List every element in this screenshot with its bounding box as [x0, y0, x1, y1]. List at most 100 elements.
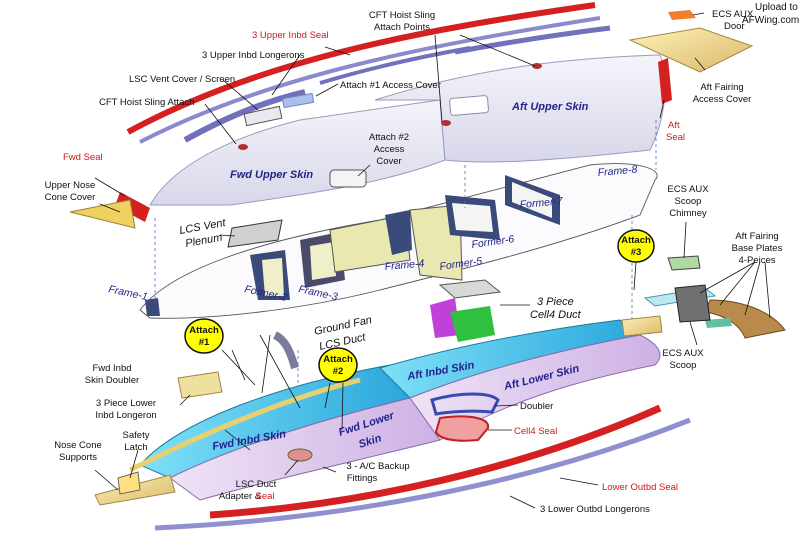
lower-outbd-seal-label: Lower Outbd Seal: [602, 482, 678, 493]
upper-inbd-longerons-label: 3 Upper Inbd Longerons: [202, 50, 305, 61]
lcs-vent-plenum-part: [227, 219, 283, 248]
lower-inbd-longeron-label-2: Inbd Longeron: [95, 410, 156, 421]
fwd-seal-label: Fwd Seal: [63, 152, 103, 163]
lsc-duct-label-2: Adapter &: [219, 491, 262, 502]
attach3-word: Attach: [621, 235, 651, 246]
aft-seal-label-2: Seal: [666, 132, 685, 143]
leader-lines: [94, 12, 771, 509]
cell4-duct-top: [438, 279, 502, 299]
lower-inbd-longeron-label-1: 3 Piece Lower: [96, 398, 156, 409]
ecs-chimney-label-2: Scoop: [675, 196, 702, 207]
frame-1-label: Frame-1: [107, 283, 148, 303]
ecs-aux-scoop-chimney-part: [667, 255, 701, 271]
fwd-inbd-skin-doubler-part: [177, 371, 223, 399]
nose-cone-supports-label-1: Nose Cone: [54, 440, 102, 451]
attach2-cover-label-1: Attach #2: [369, 132, 409, 143]
safety-latch-part: [117, 471, 141, 495]
fwd-upper-skin-label: Fwd Upper Skin: [230, 169, 313, 181]
upper-longeron-part: [183, 89, 306, 143]
attach1-word: Attach: [189, 325, 219, 336]
former-5-label: Former-5: [439, 255, 483, 273]
hoist-point-3: [238, 144, 248, 150]
cell4-duct-green: [450, 306, 495, 342]
doubler-label: Doubler: [520, 401, 553, 412]
ecs-aux-door-part: [668, 10, 696, 20]
upper-nose-cone-cover-part: [69, 199, 136, 229]
cell4-duct-label-2: Cell4 Duct: [530, 309, 582, 321]
ecs-scoop-tan-part: [621, 315, 663, 337]
safety-latch-label-1: Safety: [123, 430, 150, 441]
aft-fairing-base-plate-2: [704, 299, 786, 339]
ecs-chimney-label-1: ECS AUX: [667, 184, 709, 195]
aft-seal-part: [658, 58, 672, 104]
aft-fairing-plates-label-2: Base Plates: [732, 243, 783, 254]
upper-nose-cone-label-1: Upper Nose: [45, 180, 96, 191]
lsc-duct-seal-label: Seal: [255, 491, 274, 502]
ecs-aux-door-label-2: Door: [724, 21, 745, 32]
cft-hoist-sling-attach-label: CFT Hoist Sling Attach: [99, 97, 194, 108]
ecs-aux-scoop-label-2: Scoop: [670, 360, 697, 371]
upper-inbd-seal-lower-part: [139, 16, 601, 144]
attach3-callout: Attach #3: [617, 229, 655, 263]
attach3-num: #3: [631, 247, 642, 258]
attach2-callout: Attach #2: [318, 347, 358, 383]
attach1-access-cover-label: Attach #1 Access Cover: [340, 80, 441, 91]
attach2-cover-label-3: Cover: [376, 156, 401, 167]
upper-longeron-part-3: [454, 25, 611, 55]
hoist-point-1: [532, 63, 542, 69]
watermark-line1: Upload to: [755, 2, 798, 13]
frame-panels: [145, 175, 560, 316]
aft-lower-skin-part: [409, 334, 661, 441]
ecs-chimney-label-3: Chimney: [669, 208, 707, 219]
attach2-word: Attach: [323, 354, 353, 365]
aft-fairing-plates-label-1: Aft Fairing: [735, 231, 778, 242]
frame-8-label: Frame-8: [597, 164, 638, 179]
lower-inbd-longeron-part: [128, 377, 361, 473]
aft-fairing-access-cover-part: [628, 27, 754, 73]
former-6-label: Former-6: [471, 233, 515, 251]
ecs-aux-scoop-part: [674, 284, 711, 323]
upper-inbd-seal-label: 3 Upper Inbd Seal: [252, 30, 329, 41]
cell4-seal-label: Cell4 Seal: [514, 426, 557, 437]
attach2-num: #2: [333, 366, 344, 377]
attach1-num: #1: [199, 337, 210, 348]
upper-inbd-seal-part: [126, 2, 596, 135]
frame-4-label: Frame-4: [384, 258, 425, 273]
ac-backup-label-1: 3 - A/C Backup: [346, 461, 409, 472]
fwd-inbd-doubler-label-1: Fwd Inbd: [92, 363, 131, 374]
aft-fairing-cover-label-1: Aft Fairing: [700, 82, 743, 93]
hoist-point-2: [441, 120, 451, 126]
ac-backup-label-2: Fittings: [347, 473, 378, 484]
cell4-seal-part: [434, 415, 490, 442]
cell4-duct-magenta: [430, 298, 460, 338]
attach2-cover-part: [329, 169, 367, 188]
lower-outbd-seal-part: [209, 404, 662, 519]
aft-fairing-plates-label-3: 4-Peices: [739, 255, 776, 266]
cft-hoist-points-label-2: Attach Points: [374, 22, 430, 33]
aft-upper-skin-label: Aft Upper Skin: [511, 101, 589, 113]
upper-nose-cone-label-2: Cone Cover: [45, 192, 96, 203]
attach1-access-cover-part: [281, 92, 315, 109]
ground-fan-duct-part: [272, 331, 299, 370]
ecs-aux-scoop-label-1: ECS AUX: [662, 348, 704, 359]
ecs-aux-door-label-1: ECS AUX: [712, 9, 754, 20]
aft-seal-label-1: Aft: [668, 120, 680, 131]
watermark-line2: AFWing.com: [742, 15, 799, 26]
lower-outbd-longeron-part: [154, 417, 691, 531]
cft-hoist-points-label-1: CFT Hoist Sling: [369, 10, 435, 21]
cell4-duct-label-1: 3 Piece: [537, 296, 574, 308]
lsc-vent-cover-label: LSC Vent Cover / Screen: [129, 74, 235, 85]
lsc-duct-adapter-part: [287, 448, 313, 462]
lsc-duct-label-1: LSC Duct: [236, 479, 277, 490]
safety-latch-label-2: Latch: [124, 442, 147, 453]
former-7-label: Former-7: [519, 195, 564, 211]
aft-fairing-base-plate-3: [705, 318, 732, 328]
nose-cone-supports-label-2: Supports: [59, 452, 97, 463]
aft-fairing-cover-label-2: Access Cover: [693, 94, 752, 105]
fwd-inbd-doubler-label-2: Skin Doubler: [85, 375, 139, 386]
attach1-callout: Attach #1: [184, 318, 224, 354]
fwd-seal-part: [115, 192, 150, 222]
aft-skin-opening: [449, 95, 489, 116]
